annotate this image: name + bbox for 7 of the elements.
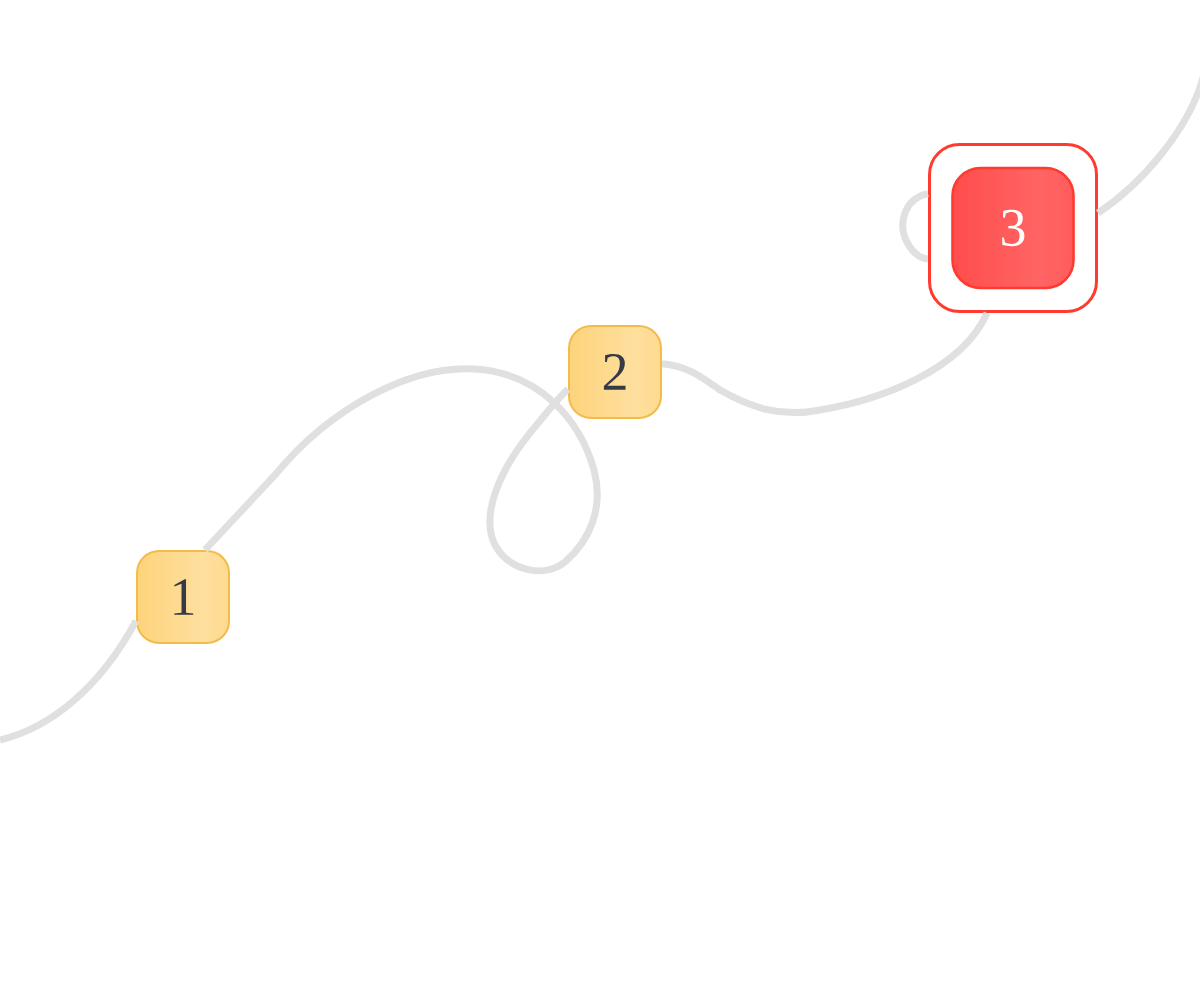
level-tile: 3 bbox=[951, 166, 1075, 290]
level-tile: 2 bbox=[568, 325, 662, 419]
level-tile: 1 bbox=[136, 550, 230, 644]
trail-line bbox=[0, 619, 140, 744]
trail-line bbox=[661, 311, 991, 417]
trail-line bbox=[202, 365, 601, 575]
trail-line bbox=[899, 190, 929, 263]
